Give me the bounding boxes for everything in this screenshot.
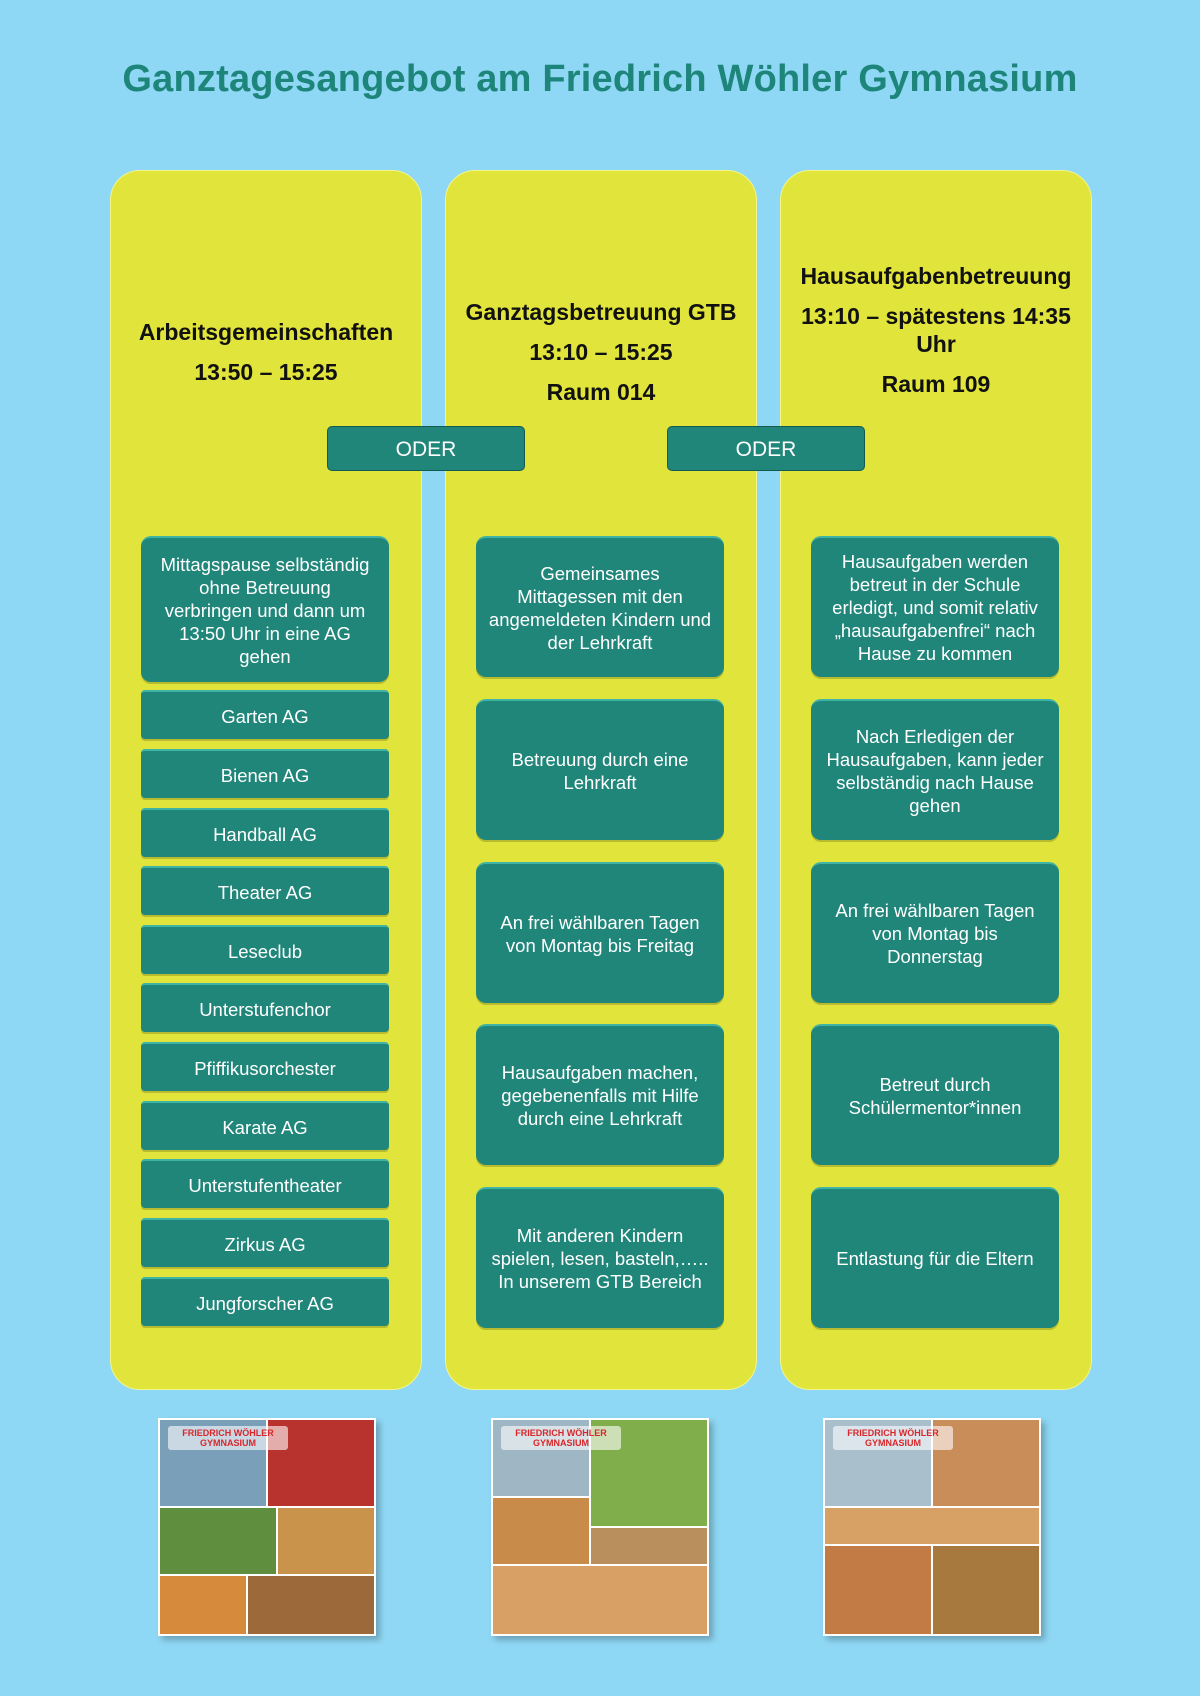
- page-title: Ganztagesangebot am Friedrich Wöhler Gym…: [122, 58, 1078, 100]
- info-box: Entlastung für die Eltern: [811, 1187, 1059, 1328]
- column-room: Raum 014: [546, 379, 656, 405]
- oder-connector-right: ODER: [667, 426, 865, 471]
- column-time: 13:50 – 15:25: [194, 359, 338, 385]
- column-room: Raum 109: [881, 371, 991, 397]
- ag-item: Jungforscher AG: [141, 1277, 389, 1326]
- column-header: Hausaufgabenbetreuung 13:10 – spätestens…: [781, 262, 1091, 410]
- info-box: Mit anderen Kindern spielen, lesen, bast…: [476, 1187, 724, 1328]
- info-box: Betreuung durch eine Lehrkraft: [476, 699, 724, 840]
- ag-item: Leseclub: [141, 925, 389, 974]
- oder-connector-left: ODER: [327, 426, 525, 471]
- illustration-gtb-collage: FRIEDRICH WÖHLER GYMNASIUM: [491, 1418, 709, 1636]
- ag-item: Unterstufenchor: [141, 983, 389, 1032]
- school-sign: FRIEDRICH WÖHLER GYMNASIUM: [833, 1426, 953, 1450]
- column-header: Ganztagsbetreuung GTB 13:10 – 15:25 Raum…: [446, 298, 756, 418]
- column-time: 13:10 – 15:25: [529, 339, 673, 365]
- info-box-mittagspause: Mittagspause selbständig ohne Betreuung …: [141, 536, 389, 682]
- info-box: An frei wählbaren Tagen von Montag bis D…: [811, 862, 1059, 1003]
- ag-item: Unterstufentheater: [141, 1159, 389, 1208]
- info-box: Nach Erledigen der Hausaufgaben, kann je…: [811, 699, 1059, 840]
- illustration-hausaufgaben-collage: FRIEDRICH WÖHLER GYMNASIUM: [823, 1418, 1041, 1636]
- info-box: Betreut durch Schülermentor*innen: [811, 1024, 1059, 1165]
- ag-item: Bienen AG: [141, 749, 389, 798]
- column-heading: Ganztagsbetreuung GTB: [465, 299, 737, 325]
- illustration-ag-collage: FRIEDRICH WÖHLER GYMNASIUM: [158, 1418, 376, 1636]
- info-box: Hausaufgaben machen, gegebenenfalls mit …: [476, 1024, 724, 1165]
- ag-item: Garten AG: [141, 690, 389, 739]
- info-box: An frei wählbaren Tagen von Montag bis F…: [476, 862, 724, 1003]
- ag-item: Pfiffikusorchester: [141, 1042, 389, 1091]
- column-time: 13:10 – spätestens 14:35 Uhr: [801, 303, 1071, 357]
- column-heading: Arbeitsgemeinschaften: [138, 319, 394, 345]
- column-heading: Hausaufgabenbetreuung: [800, 263, 1072, 289]
- info-box: Hausaufgaben werden betreut in der Schul…: [811, 536, 1059, 677]
- school-sign: FRIEDRICH WÖHLER GYMNASIUM: [168, 1426, 288, 1450]
- info-box: Gemeinsames Mittagessen mit den angemeld…: [476, 536, 724, 677]
- school-sign: FRIEDRICH WÖHLER GYMNASIUM: [501, 1426, 621, 1450]
- ag-item: Theater AG: [141, 866, 389, 915]
- ag-item: Karate AG: [141, 1101, 389, 1150]
- ag-item: Handball AG: [141, 808, 389, 857]
- ag-item: Zirkus AG: [141, 1218, 389, 1267]
- column-header: Arbeitsgemeinschaften 13:50 – 15:25: [111, 318, 421, 398]
